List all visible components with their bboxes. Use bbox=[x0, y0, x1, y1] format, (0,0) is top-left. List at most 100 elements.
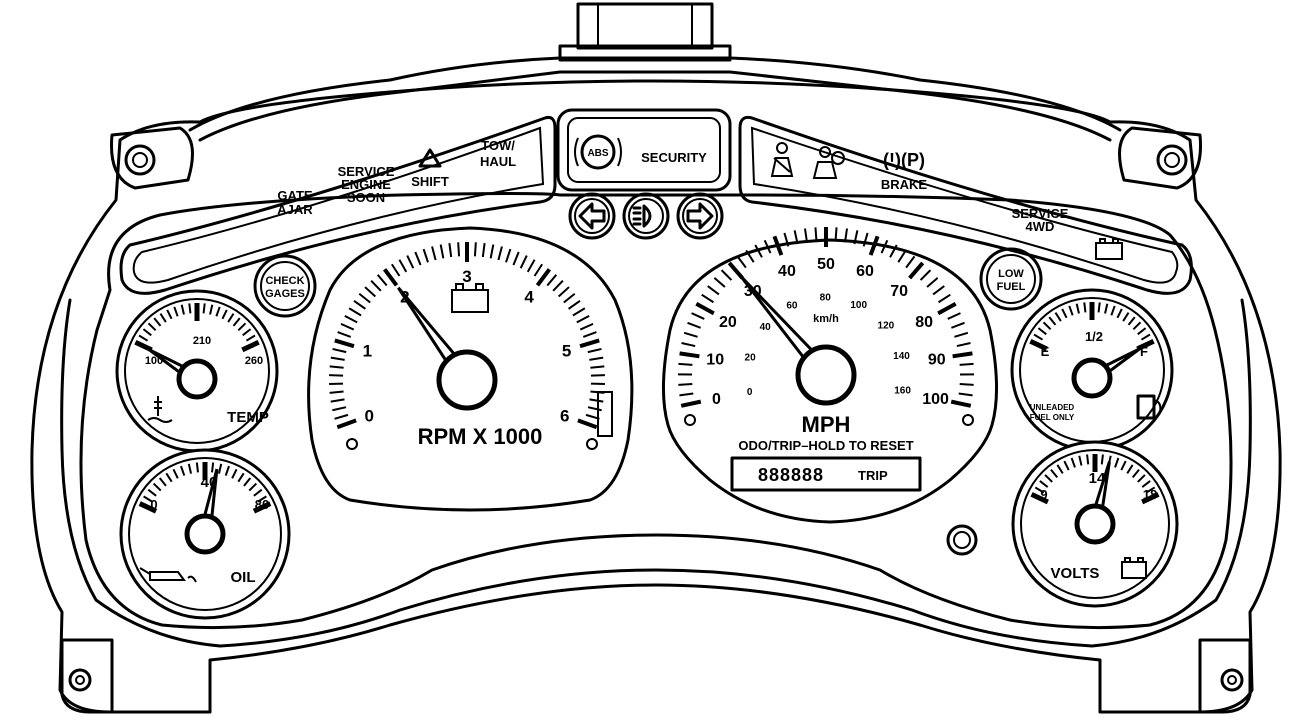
gauge-tick bbox=[1056, 464, 1064, 474]
gauge-tick bbox=[1063, 460, 1070, 471]
high-beam-icon bbox=[632, 204, 652, 228]
mount-ear-top-left bbox=[109, 126, 194, 190]
gauge-tick bbox=[231, 468, 238, 479]
speed-tick bbox=[804, 228, 808, 243]
redline-zone bbox=[597, 391, 613, 437]
gauge-tick bbox=[1061, 308, 1068, 319]
tach-tick bbox=[587, 347, 602, 354]
tach-tick bbox=[348, 307, 362, 317]
left-arrow-icon bbox=[578, 202, 606, 230]
tach-tick bbox=[590, 365, 605, 369]
tach-tick bbox=[576, 315, 590, 324]
tach-tick bbox=[448, 243, 453, 258]
gauge-tick bbox=[242, 328, 252, 337]
gate-ajar-label-2: AJAR bbox=[277, 202, 313, 217]
oil-gauge: 0 40 80 OIL bbox=[119, 448, 291, 620]
gauge-tick bbox=[142, 328, 152, 337]
gauge-tick bbox=[1114, 457, 1120, 468]
gauge-tick bbox=[1127, 316, 1136, 326]
gauge-tick bbox=[211, 462, 215, 473]
left-turn-signal bbox=[568, 192, 616, 240]
tach-tick bbox=[533, 263, 543, 277]
volt-tick-18: 18 bbox=[1143, 487, 1157, 502]
mph-tick-label: 0 bbox=[712, 391, 721, 408]
service-engine-label-3: SOON bbox=[347, 190, 385, 205]
mount-ear-bottom-right bbox=[1198, 638, 1252, 714]
trip-reset-knob[interactable] bbox=[946, 524, 978, 556]
gauge-tick bbox=[217, 463, 223, 474]
speed-tick bbox=[713, 277, 726, 288]
tach-tick bbox=[568, 300, 581, 310]
tach-tick-label: 5 bbox=[562, 341, 571, 360]
tach-tick bbox=[505, 248, 512, 263]
tach-tick bbox=[577, 418, 598, 430]
tach-tick-label: 6 bbox=[560, 407, 569, 426]
center-telltale-panel: ABS SECURITY bbox=[556, 108, 732, 240]
gauge-tick bbox=[152, 482, 162, 492]
speed-tick bbox=[681, 342, 696, 348]
kmh-tick-label: 60 bbox=[786, 300, 798, 311]
mph-tick-label: 50 bbox=[817, 256, 835, 273]
speed-tick bbox=[947, 312, 961, 320]
mph-tick-label: 60 bbox=[856, 263, 874, 280]
cluster-housing bbox=[30, 2, 1282, 714]
speed-tick bbox=[701, 293, 715, 304]
right-arrow-icon bbox=[686, 202, 714, 230]
gauge-tick bbox=[243, 477, 252, 487]
gauge-tick bbox=[143, 495, 153, 503]
fuel-hub bbox=[1071, 357, 1113, 399]
outer-bezel bbox=[30, 79, 1282, 714]
speed-tick bbox=[834, 227, 838, 242]
gauge-tick bbox=[153, 317, 162, 327]
gauge-tick bbox=[252, 501, 272, 514]
fuel-half-label: 1/2 bbox=[1085, 329, 1103, 344]
speed-tick bbox=[679, 351, 700, 359]
tach-tick bbox=[364, 286, 377, 298]
tach-tick bbox=[422, 248, 429, 263]
lens-outline bbox=[79, 192, 1233, 630]
mph-tick-label: 10 bbox=[706, 351, 724, 368]
gauge-tick bbox=[1034, 486, 1045, 494]
tach-tick bbox=[431, 246, 437, 261]
shift-icon bbox=[418, 148, 442, 168]
tachometer: 0123456 RPM X 1000 bbox=[307, 226, 634, 512]
tach-tick bbox=[439, 244, 445, 259]
battery-warning-icon bbox=[1095, 238, 1123, 260]
mph-tick-label: 20 bbox=[719, 314, 737, 331]
tach-tick bbox=[512, 251, 520, 266]
right-turn-signal bbox=[676, 192, 724, 240]
gauge-tick bbox=[232, 317, 241, 327]
oil-hub bbox=[184, 513, 226, 555]
speed-tick bbox=[727, 261, 744, 280]
gauge-tick bbox=[180, 465, 186, 476]
gauge-tick bbox=[1086, 454, 1090, 465]
kmh-unit-label: km/h bbox=[813, 313, 839, 325]
abs-label: ABS bbox=[587, 148, 608, 159]
trip-label: TRIP bbox=[858, 468, 888, 483]
speed-tick bbox=[687, 321, 701, 329]
tach-tick bbox=[340, 322, 355, 331]
gauge-tick bbox=[158, 477, 167, 487]
gauge-tick bbox=[180, 304, 185, 315]
speed-tick bbox=[745, 249, 755, 263]
tach-tick bbox=[414, 251, 422, 266]
tach-tick bbox=[552, 280, 564, 292]
tach-tick bbox=[589, 398, 604, 403]
low-fuel-label-1: LOW bbox=[998, 268, 1024, 280]
speed-tick bbox=[908, 261, 925, 280]
mph-tick-label: 80 bbox=[915, 314, 933, 331]
tach-tick bbox=[546, 274, 558, 287]
airbag-icon bbox=[812, 146, 845, 179]
gauge-tick bbox=[237, 472, 245, 483]
mph-tick-labels: 0102030405060708090100 bbox=[706, 256, 949, 408]
odometer-digits: 888888 bbox=[758, 465, 824, 485]
gauge-tick bbox=[1104, 303, 1109, 314]
tow-haul-label-1: TOW/ bbox=[481, 138, 515, 153]
gauge-tick bbox=[147, 322, 157, 332]
speed-tick bbox=[905, 255, 916, 269]
tach-tick bbox=[563, 292, 576, 304]
mph-tick-label: 70 bbox=[890, 283, 908, 300]
gauge-tick bbox=[166, 309, 173, 320]
tach-tick-label: 1 bbox=[363, 341, 372, 360]
gauge-tick bbox=[245, 334, 256, 342]
